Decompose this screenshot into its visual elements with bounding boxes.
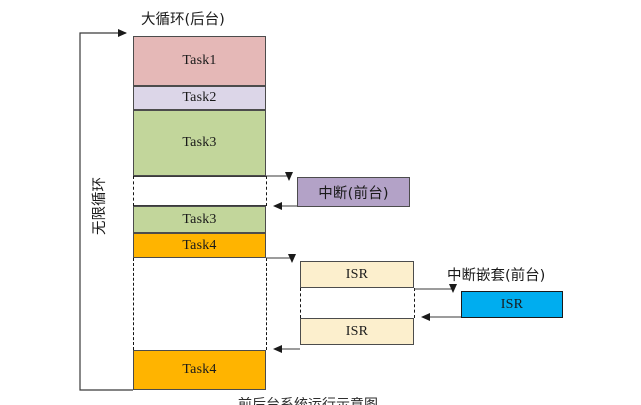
isr-gap-right-dash (414, 288, 415, 318)
task-block-task4-first: Task4 (133, 233, 266, 258)
arrow-isr-to-nested-isr (414, 284, 457, 293)
interrupt-box: 中断(前台) (297, 177, 410, 207)
background-loop-title: 大循环(后台) (141, 12, 225, 28)
arrow-task3-to-interrupt (266, 172, 293, 181)
gap-right-dash-isr (266, 258, 267, 350)
isr-gap-left-dash (300, 288, 301, 318)
gap-right-dash-interrupt (266, 176, 267, 206)
gap-bottom-edge-interrupt (133, 205, 266, 206)
infinite-loop-label: 无限循环 (92, 177, 108, 235)
gap-left-dash-isr (133, 258, 134, 350)
isr-box-first: ISR (300, 261, 414, 288)
isr-nested-box: ISR (461, 291, 563, 318)
interrupt-box-label: 中断(前台) (318, 185, 389, 202)
task-block-task2: Task2 (133, 86, 266, 110)
task-block-task3-second: Task3 (133, 206, 266, 233)
task-block-task4-second: Task4 (133, 350, 266, 390)
bottom-caption-clip: 前后台系统运行示意图 (0, 397, 641, 405)
gap-left-dash-interrupt (133, 176, 134, 206)
isr-box-second: ISR (300, 318, 414, 345)
gap-top-edge-interrupt (133, 176, 266, 177)
task-block-task1: Task1 (133, 36, 266, 86)
task-block-task3-first: Task3 (133, 110, 266, 176)
arrow-task4-to-isr (266, 254, 296, 263)
nested-interrupt-title: 中断嵌套(前台) (447, 268, 546, 284)
bottom-caption: 前后台系统运行示意图 (238, 397, 378, 405)
